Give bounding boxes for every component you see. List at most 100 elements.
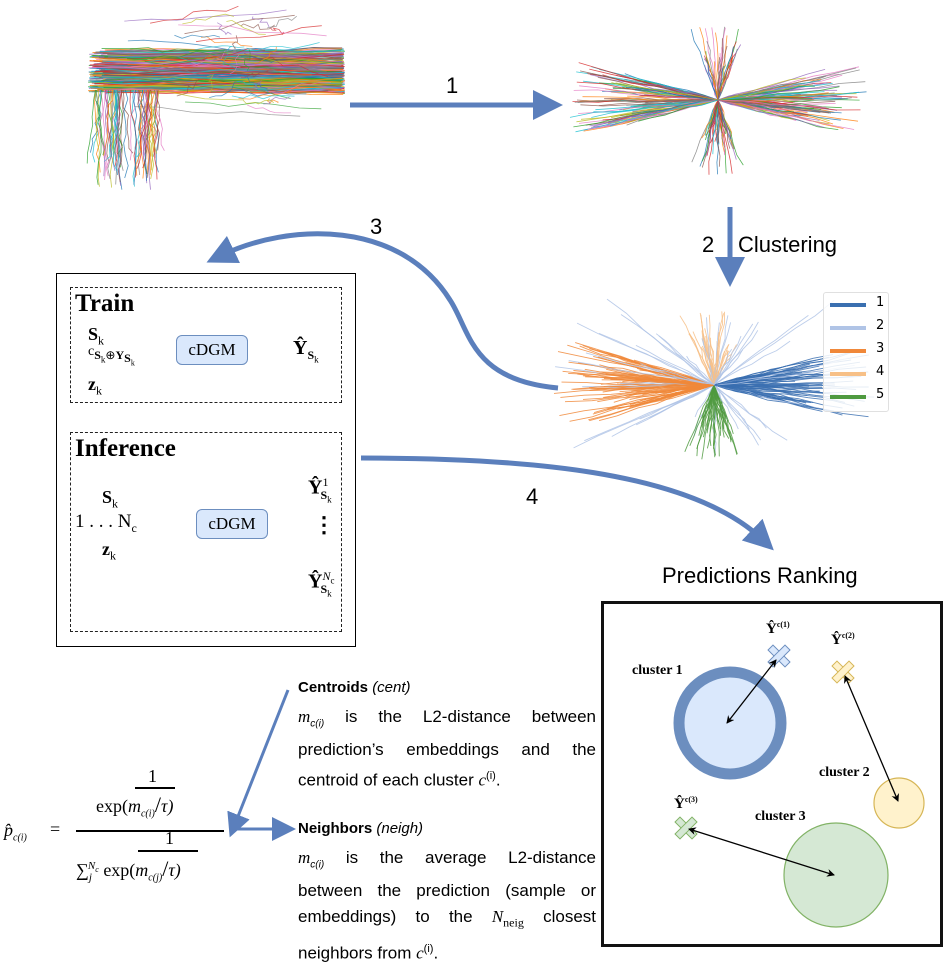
trajectory bbox=[568, 360, 715, 386]
trajectory bbox=[717, 85, 815, 101]
step3-label: 3 bbox=[370, 214, 383, 239]
trajectory bbox=[266, 98, 279, 104]
trajectory bbox=[247, 104, 291, 114]
trajectory bbox=[235, 66, 327, 74]
trajectory bbox=[717, 69, 826, 101]
trajectory bbox=[176, 78, 200, 97]
trajectory bbox=[689, 384, 715, 446]
trajectory bbox=[713, 349, 744, 386]
trajectory bbox=[590, 384, 714, 391]
trajectory bbox=[154, 89, 159, 180]
trajectory bbox=[598, 332, 715, 386]
trajectory bbox=[688, 332, 715, 386]
trajectory bbox=[713, 340, 791, 386]
inference-section bbox=[70, 432, 342, 632]
step4-label: 4 bbox=[526, 484, 539, 509]
trajectory bbox=[620, 314, 715, 386]
trajectory bbox=[96, 89, 103, 185]
trajectory bbox=[149, 89, 158, 154]
trajectory bbox=[187, 49, 241, 59]
trajectory bbox=[717, 84, 814, 101]
trajectory bbox=[270, 27, 284, 35]
trajectory bbox=[124, 9, 287, 22]
trajectory bbox=[95, 89, 106, 156]
trajectory bbox=[706, 41, 719, 101]
trajectory bbox=[713, 323, 754, 386]
trajectory bbox=[107, 52, 342, 58]
legend-swatch bbox=[830, 372, 866, 376]
trajectory bbox=[696, 384, 715, 450]
cluster2-circle bbox=[873, 777, 925, 829]
trajectory bbox=[112, 89, 124, 171]
trajectory bbox=[642, 384, 715, 396]
trajectory bbox=[148, 89, 156, 176]
distance-arrow-3 bbox=[688, 827, 835, 877]
trajectory bbox=[574, 99, 719, 103]
trajectory bbox=[144, 89, 149, 174]
trajectory bbox=[231, 86, 291, 99]
inference-cdgm-box: cDGM bbox=[196, 509, 268, 539]
step2-caption: Clustering bbox=[738, 232, 838, 257]
legend-label: 3 bbox=[876, 341, 885, 356]
trajectory bbox=[112, 89, 118, 172]
legend-label: 5 bbox=[876, 387, 885, 402]
trajectory bbox=[144, 60, 269, 68]
inference-output-first: Ŷ1Sk bbox=[308, 475, 332, 505]
trajectory bbox=[88, 75, 343, 83]
cluster3-label: cluster 3 bbox=[755, 809, 806, 824]
trajectory bbox=[237, 73, 268, 89]
trajectory bbox=[713, 384, 832, 389]
trajectory bbox=[717, 86, 840, 101]
trajectory bbox=[708, 314, 715, 386]
prediction1-label: Ŷc(1) bbox=[766, 620, 790, 637]
trajectory bbox=[717, 99, 830, 114]
trajectory bbox=[182, 13, 235, 25]
trajectory bbox=[238, 84, 308, 100]
trajectory bbox=[178, 24, 327, 37]
prediction3-label: Ŷc(3) bbox=[674, 795, 698, 812]
inference-input-z: zk bbox=[102, 539, 116, 563]
inference-input-s: Sk bbox=[102, 487, 119, 511]
cluster1-label: cluster 1 bbox=[632, 663, 683, 678]
trajectory bbox=[717, 76, 825, 101]
trajectory bbox=[210, 90, 307, 97]
train-input-s: Sk bbox=[88, 324, 105, 348]
trajectory bbox=[244, 53, 328, 77]
trajectory bbox=[122, 81, 329, 94]
formula-lhs: p̂c(i) bbox=[4, 820, 27, 844]
step2-label: 2 bbox=[702, 232, 715, 257]
trajectory bbox=[127, 64, 312, 76]
trajectory bbox=[706, 384, 715, 449]
trajectory bbox=[589, 384, 715, 422]
trajectory bbox=[713, 384, 720, 457]
ranking-title: Predictions Ranking bbox=[662, 563, 858, 588]
train-output: ŶSk bbox=[293, 337, 319, 365]
trajectory bbox=[184, 14, 295, 35]
trajectory bbox=[217, 22, 232, 36]
trajectory bbox=[704, 65, 719, 101]
trajectory bbox=[606, 298, 715, 386]
trajectory bbox=[717, 99, 737, 160]
trajectory bbox=[717, 66, 859, 101]
trajectory bbox=[713, 315, 809, 386]
centroids-description: mc(i) is the L2-distance between predict… bbox=[298, 707, 596, 791]
trajectory bbox=[106, 75, 343, 80]
legend-swatch bbox=[830, 303, 866, 307]
trajectory bbox=[104, 72, 344, 77]
trajectory bbox=[717, 64, 727, 100]
neighbors-title: Neighbors (neigh) bbox=[298, 820, 424, 837]
trajectory bbox=[136, 89, 149, 170]
trajectory bbox=[141, 89, 148, 184]
legend-label: 1 bbox=[876, 295, 885, 310]
trajectory bbox=[99, 59, 343, 65]
trajectory bbox=[690, 29, 719, 101]
trajectory bbox=[127, 39, 236, 52]
trajectory bbox=[103, 89, 114, 156]
trajectory bbox=[717, 99, 831, 114]
trajectory bbox=[95, 90, 100, 187]
cluster1-circle bbox=[673, 666, 787, 780]
